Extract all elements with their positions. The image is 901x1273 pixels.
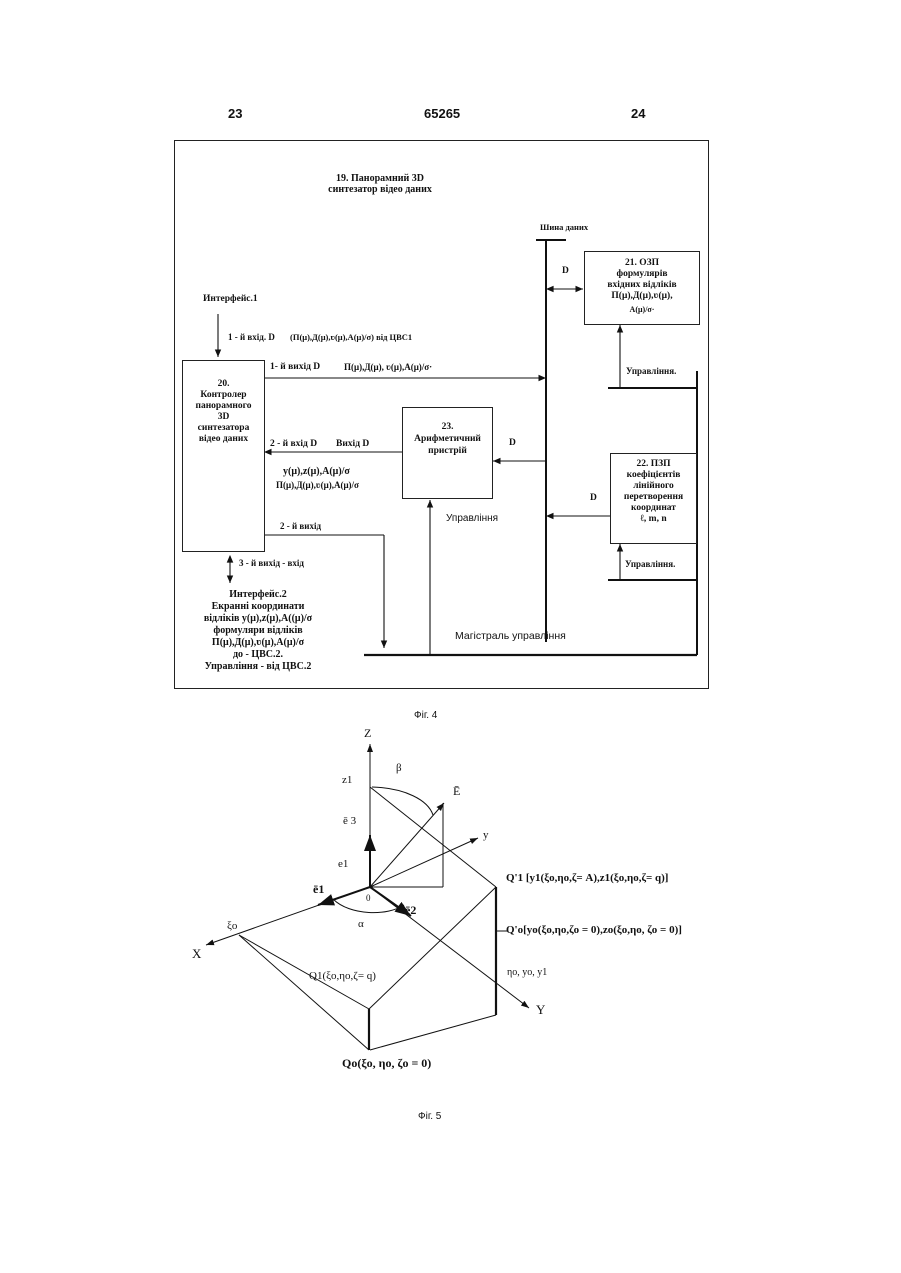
y-bar-label: y	[483, 829, 489, 841]
e3-label: ē 3	[343, 815, 356, 827]
z1-label: z1	[342, 774, 352, 786]
origin-label: 0	[366, 893, 371, 903]
xi0-label: ξo	[227, 920, 237, 932]
eta-y-label: ηo, yo, y1	[507, 967, 547, 978]
fig5-caption: Фіг. 5	[418, 1111, 441, 1122]
alpha-label: α	[358, 918, 364, 930]
e2-vector-label: ē2	[405, 903, 416, 918]
q0-prime-label: Q'o[yo(ξo,ηo,ζo = 0),zo(ξo,ηo, ζo = 0)]	[506, 924, 682, 936]
q1-label: Q1(ξo,ηo,ζ= q)	[309, 970, 376, 982]
axis-z-label: Z	[364, 726, 371, 741]
q1-prime-label: Q'1 [y1(ξo,ηo,ζ= A),z1(ξo,ηo,ζ= q)]	[506, 872, 668, 884]
q0-label: Qo(ξo, ηo, ζo = 0)	[342, 1056, 431, 1071]
e1-vector-label: ē1	[313, 882, 324, 897]
beta-label: β	[396, 762, 402, 774]
axis-y-label: Y	[536, 1002, 545, 1018]
axis-x-label: X	[192, 946, 201, 962]
vector-e-label: Ē	[453, 784, 460, 799]
e1-small-label: e1	[338, 858, 348, 870]
